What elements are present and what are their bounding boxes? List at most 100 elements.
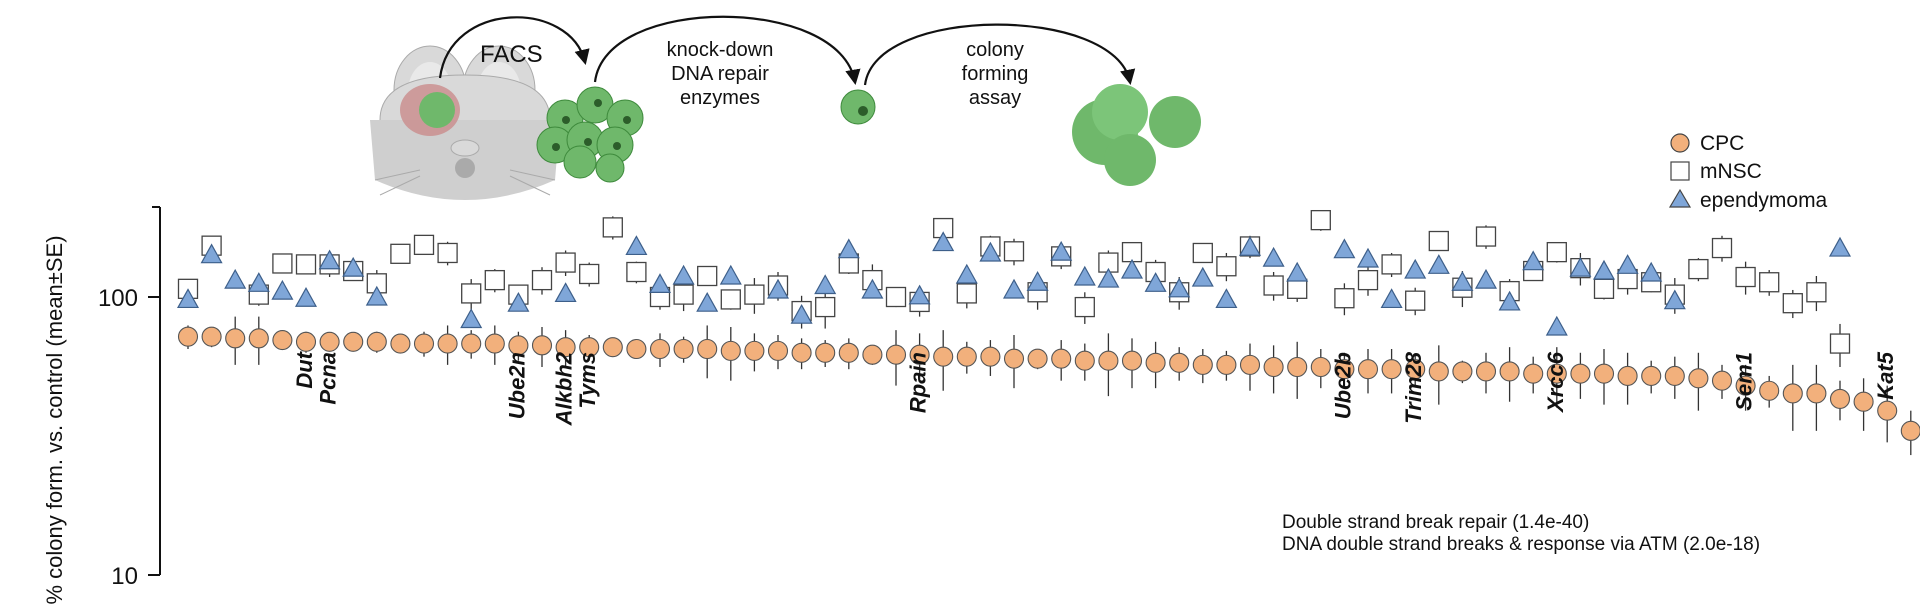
ependymoma-point [1120, 258, 1144, 279]
cpc-point [437, 333, 458, 354]
mnsc-point [1688, 258, 1709, 280]
colony-label-1: colony [966, 39, 1024, 61]
ependymoma-point [1144, 272, 1167, 292]
cpc-point [1003, 348, 1025, 369]
ependymoma-point [224, 268, 247, 289]
cpc-point [461, 333, 482, 354]
cpc-point [1688, 368, 1709, 389]
knockdown-label-3: enzymes [680, 87, 760, 109]
mnsc-point [484, 269, 505, 291]
mnsc-point [885, 286, 907, 308]
sorted-cells-cluster [536, 86, 644, 183]
cpc-point [1428, 361, 1449, 382]
mnsc-point [272, 253, 293, 274]
cpc-point [1900, 420, 1920, 441]
ependymoma-point [672, 264, 695, 285]
mnsc-point [1546, 241, 1567, 263]
cpc-point [649, 338, 671, 360]
mnsc-point [1829, 333, 1851, 354]
cpc-point [1287, 356, 1308, 378]
legend-mnsc-label: mNSC [1700, 160, 1762, 183]
legend-ependymoma-label: ependymoma [1700, 189, 1828, 212]
ependymoma-point [1616, 254, 1639, 274]
ependymoma-point [861, 278, 884, 299]
mnsc-point [1263, 275, 1284, 296]
cpc-point [1829, 388, 1851, 409]
gene-label: Kat5 [1873, 351, 1898, 399]
plot-area [176, 209, 1920, 456]
cpc-point [980, 346, 1001, 367]
ependymoma-point [1404, 258, 1427, 279]
ependymoma-point [648, 273, 672, 294]
mnsc-point [1334, 288, 1355, 309]
ependymoma-point [554, 282, 577, 303]
ependymoma-point [1474, 268, 1498, 289]
mnsc-point [602, 217, 623, 238]
ependymoma-point [766, 278, 790, 299]
mouse-illustration [370, 45, 560, 200]
mnsc-point [720, 289, 741, 310]
cpc-point [1735, 375, 1756, 396]
cpc-point [579, 337, 600, 358]
cpc-point [909, 344, 930, 365]
mnsc-point [413, 234, 435, 256]
colonies-illustration [1072, 84, 1201, 186]
legend-cpc-marker [1670, 133, 1690, 153]
cpc-point [1334, 359, 1355, 380]
ependymoma-point [1002, 278, 1026, 299]
mnsc-point [1287, 278, 1308, 299]
mnsc-point [1216, 256, 1237, 277]
ependymoma-point [1640, 261, 1663, 282]
cpc-point [862, 344, 883, 365]
cpc-point [1546, 363, 1567, 384]
cpc-point [1051, 348, 1072, 369]
ependymoma-point [1097, 267, 1120, 288]
mnsc-point [295, 254, 317, 275]
cpc-point [1853, 391, 1874, 412]
ependymoma-point [932, 231, 955, 252]
legend-mnsc-marker [1670, 161, 1690, 181]
ependymoma-point [1168, 277, 1191, 298]
ependymoma-point [1333, 238, 1356, 259]
ependymoma-point [837, 238, 860, 259]
ependymoma-point [719, 264, 742, 285]
cpc-point [248, 328, 269, 349]
ependymoma-point [1592, 259, 1616, 280]
workflow-schematic: FACS knock-down DNA repair enzyme [370, 15, 1201, 200]
cpc-point [697, 338, 718, 360]
cpc-point [1475, 361, 1497, 382]
cpc-point [295, 331, 317, 352]
cpc-point [1263, 356, 1284, 378]
gene-label: Trim28 [1401, 351, 1426, 424]
ependymoma-point [460, 308, 483, 329]
mnsc-point [1593, 278, 1615, 299]
mnsc-point [1381, 254, 1402, 275]
mnsc-point [956, 283, 977, 304]
cpc-point [1806, 383, 1827, 404]
cpc-point [1570, 363, 1591, 384]
single-cell [840, 89, 876, 125]
cpc-point [531, 335, 553, 356]
mnsc-point [1310, 209, 1331, 231]
mnsc-point [626, 261, 647, 283]
gene-label: Sem1 [1732, 352, 1757, 411]
mnsc-point [744, 284, 765, 305]
mnsc-point [1192, 242, 1213, 264]
y-tick-label: 10 [111, 563, 138, 590]
cpc-point [1405, 359, 1426, 380]
cpc-point [1098, 350, 1119, 371]
gene-label: Pcna [316, 352, 341, 405]
cpc-point [390, 333, 411, 354]
ependymoma-point [1262, 246, 1285, 267]
cpc-point [1877, 400, 1898, 421]
cpc-point [484, 333, 505, 354]
cpc-point [319, 331, 340, 352]
mnsc-point [461, 283, 482, 304]
ependymoma-point [271, 279, 294, 300]
cpc-point [225, 328, 246, 349]
mnsc-point [555, 252, 576, 273]
cpc-point [720, 340, 741, 361]
cpc-point [177, 326, 199, 347]
facs-arrow [438, 16, 590, 79]
